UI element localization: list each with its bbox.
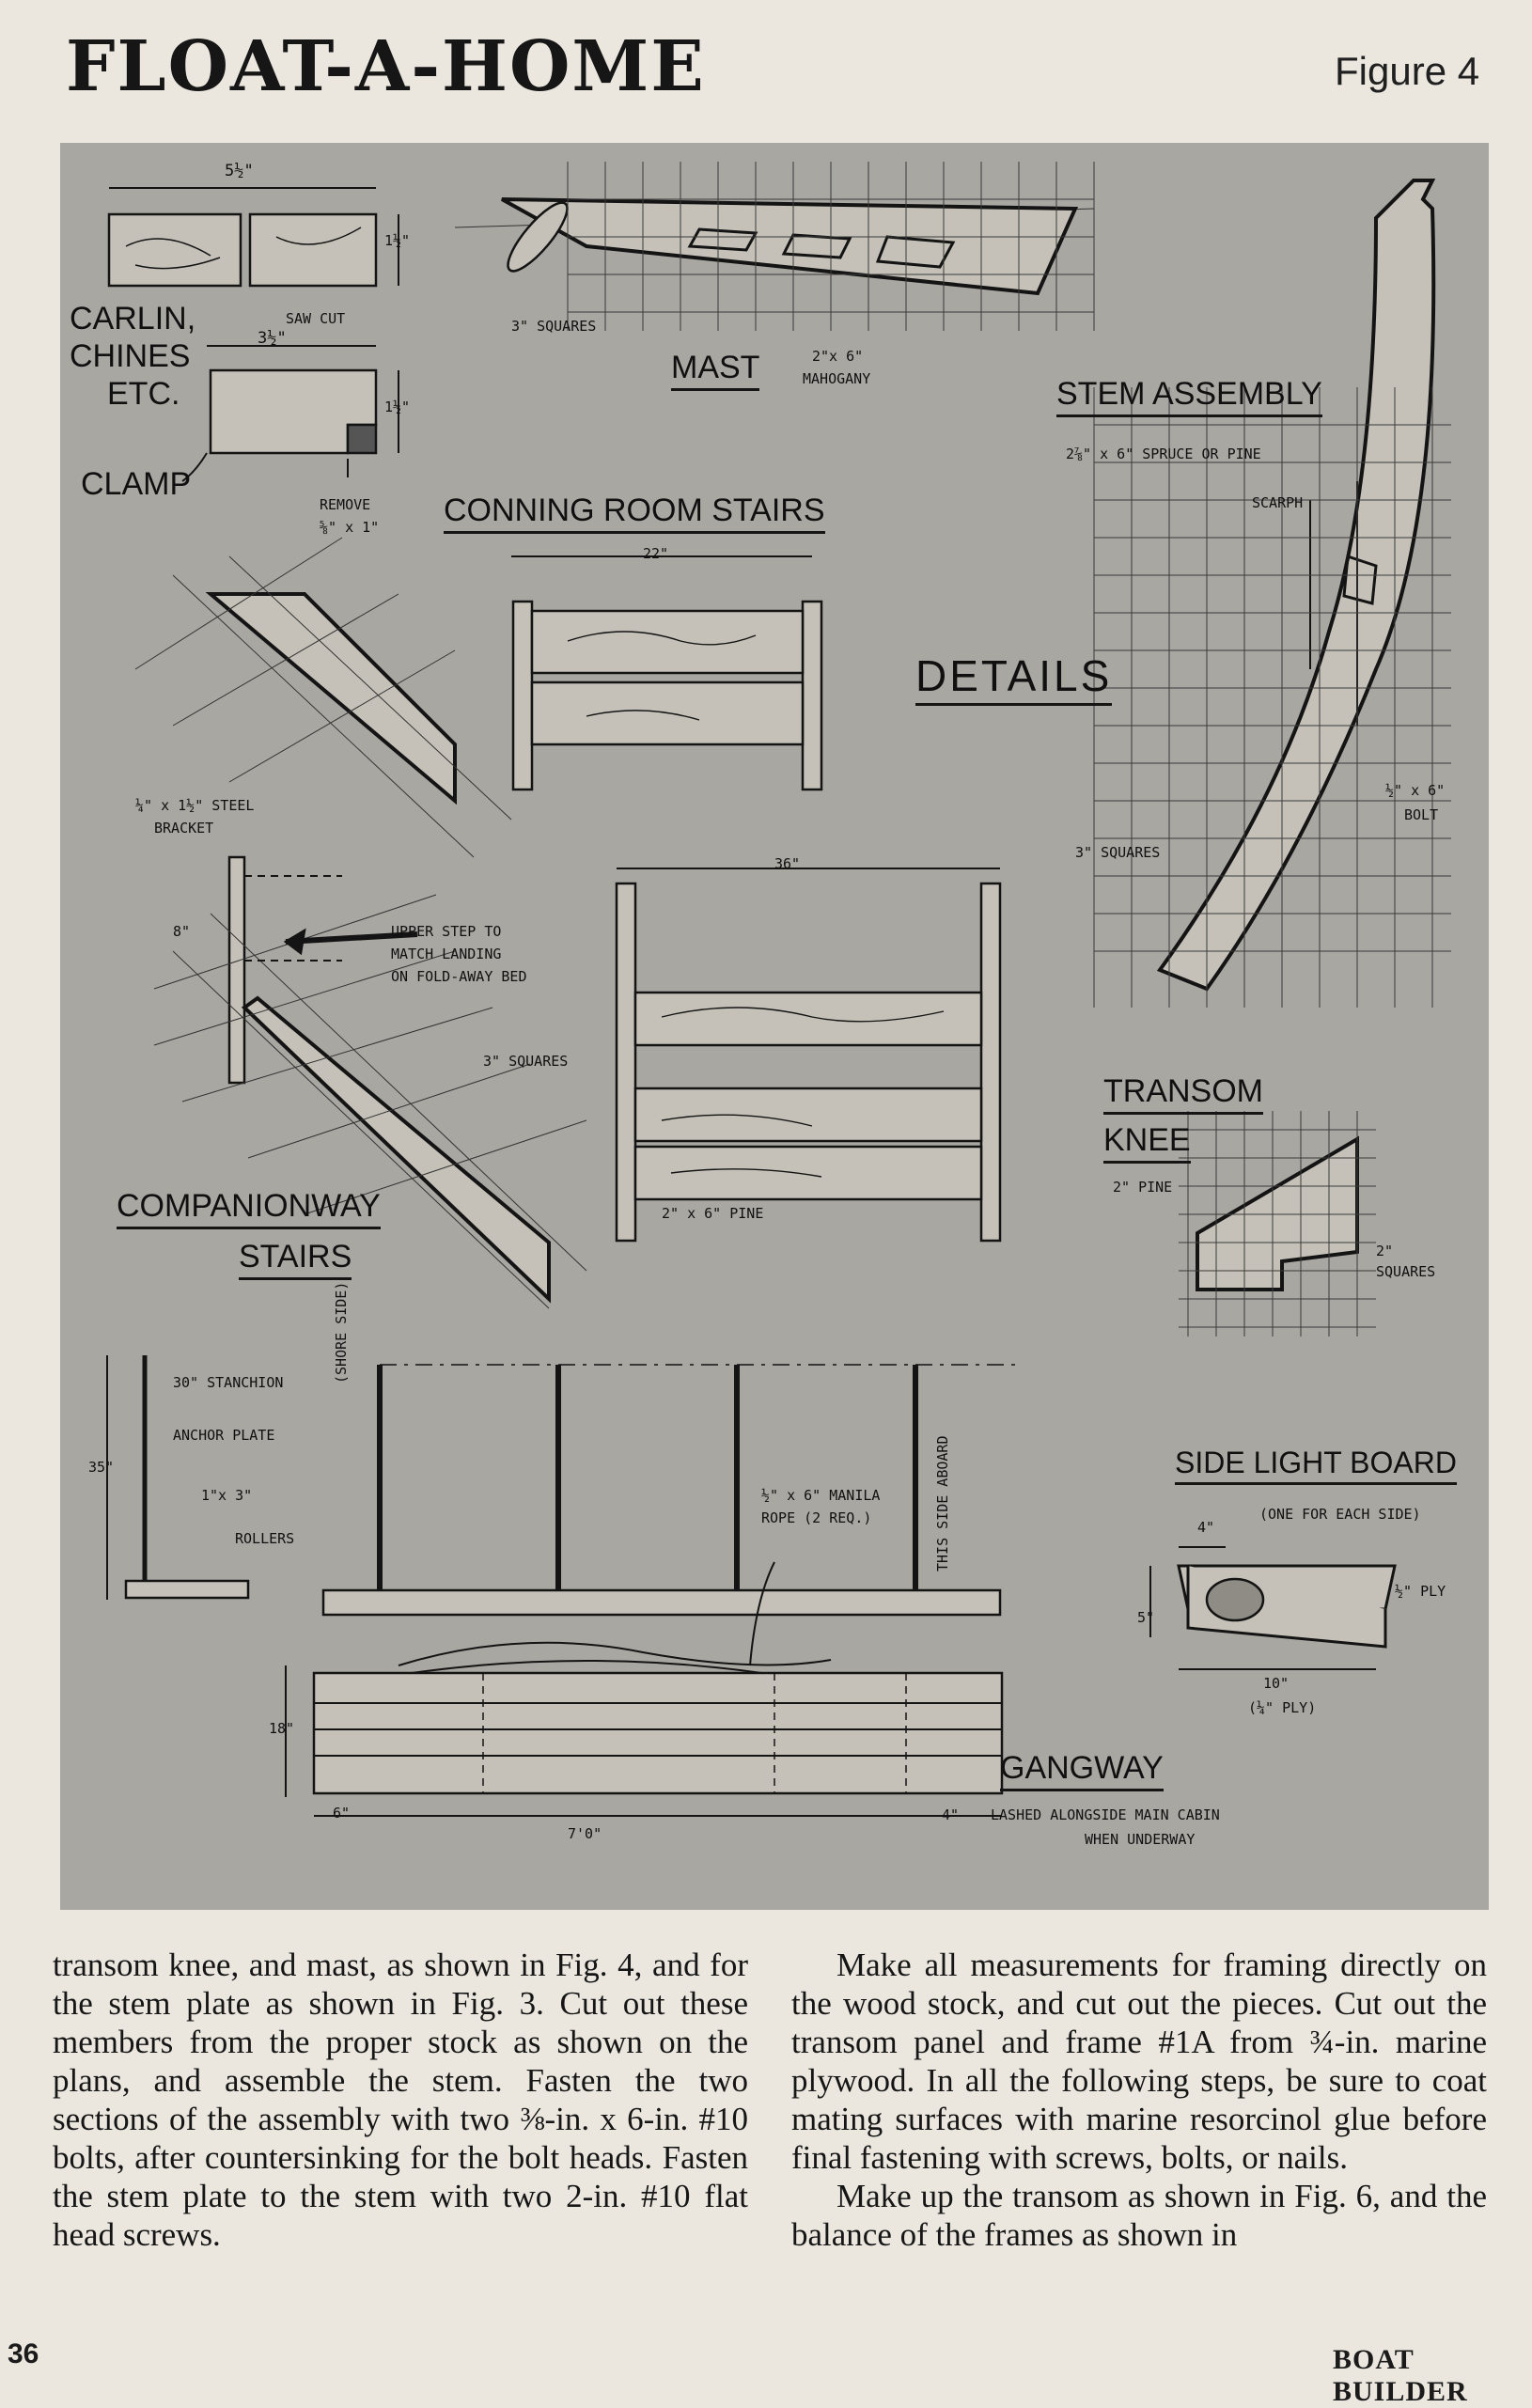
figure-label: Figure 4 [1335,49,1480,93]
body-paragraph-right-1: Make all measurements for framing direct… [791,1947,1487,2176]
this-side-aboard-label: THIS SIDE ABOARD [934,1435,951,1572]
ply-1-2-label: ½" PLY [1395,1583,1446,1600]
side-light-board-title: SIDE LIGHT BOARD [1175,1446,1457,1485]
conning-room-stairs-title: CONNING ROOM STAIRS [444,493,825,534]
lashed-label: LASHED ALONGSIDE MAIN CABIN [991,1806,1220,1823]
dim-6: 6" [333,1805,351,1822]
mast-drawing [454,162,1095,331]
dim-18: 18" [269,1720,295,1737]
stem-squares-label: 3" SQUARES [1075,844,1161,861]
stem-wood-label: 2⅞" x 6" SPRUCE OR PINE [1066,446,1261,462]
figure-plate: 5½" 1½" SAW CUT CARLIN, CHINES ETC. 3½" … [60,143,1489,1910]
knee-squares-label-2: SQUARES [1376,1263,1436,1280]
stem-assembly-title: STEM ASSEMBLY [1056,376,1322,417]
body-text-left-column: transom knee, and mast, as shown in Fig.… [53,1946,748,2254]
dim-5-1-2: 5½" [225,162,254,180]
dim-1x3: 1"x 3" [201,1487,253,1504]
mast-wood-label: 2"x 6" [812,348,864,365]
gangway-title: GANGWAY [1000,1750,1164,1791]
body-paragraph-right-2: Make up the transom as shown in Fig. 6, … [791,2178,1487,2253]
transom-title: TRANSOM [1103,1073,1263,1115]
rope-label: ROPE (2 REQ.) [761,1509,872,1526]
companion-stairs-front-drawing [615,868,1002,1243]
masthead-title: FLOAT-A-HOME [66,26,706,107]
conning-stringer-drawing [134,537,512,858]
publication-name: BOAT BUILDER [1333,2344,1468,2407]
stem-bolt-label: ½" x 6" [1385,782,1446,799]
upper-step-label: UPPER STEP TO [391,923,502,940]
dim-35: 35" [88,1459,115,1476]
comp-squares-label: 3" SQUARES [483,1053,569,1070]
remove-label: REMOVE [320,496,371,513]
dim-5: 5" [1137,1609,1155,1626]
saw-cut-label: SAW CUT [286,310,346,327]
dim-8: 8" [173,923,191,940]
stem-bolt-label-2: BOLT [1404,806,1439,823]
dim-1-1-2-b: 1½" [384,399,411,415]
etc-label: ETC. [107,376,180,412]
dim-4b: 4" [942,1806,960,1823]
steel-bracket-label-2: BRACKET [154,820,214,837]
rollers-label: ROLLERS [235,1530,295,1547]
dim-4: 4" [1197,1519,1215,1536]
carlin-label: CARLIN, [70,301,196,336]
manila-label: ½" x 6" MANILA [761,1487,881,1504]
remove-size-label: ⅝" x 1" [320,519,380,536]
page-number: 36 [8,2338,39,2369]
conning-stairs-front-drawing [511,555,823,791]
body-text-right-column: Make all measurements for framing direct… [791,1946,1487,2254]
ply-1-4-label: (¼" PLY) [1248,1699,1317,1716]
dim-22: 22" [643,545,669,562]
stem-assembly-drawing [1093,179,1451,1008]
drawing-canvas [106,162,1451,1817]
anchor-plate-label: ANCHOR PLATE [173,1427,275,1444]
stanchion-label: 30" STANCHION [173,1374,284,1391]
shore-side-label: (SHORE SIDE) [333,1281,350,1384]
transom-knee-drawing [1179,1111,1376,1337]
dim-7-0: 7'0" [568,1825,602,1842]
chines-label: CHINES [70,338,191,374]
one-each-side-label: (ONE FOR EACH SIDE) [1259,1506,1421,1523]
details-title: DETAILS [915,650,1113,706]
dim-1-1-2-a: 1½" [384,232,411,249]
fold-away-label: ON FOLD-AWAY BED [391,968,527,985]
stairs-title: STAIRS [239,1239,352,1280]
companionway-title: COMPANIONWAY [117,1188,381,1229]
match-landing-label: MATCH LANDING [391,946,502,962]
pine-2x6-label: 2" x 6" PINE [662,1205,764,1222]
mast-title: MAST [671,350,760,391]
mast-squares-label: 3" SQUARES [511,318,597,335]
side-light-board-drawing [1149,1546,1397,1670]
underway-label: WHEN UNDERWAY [1085,1831,1196,1848]
companionway-drawing [153,855,587,1309]
mahogany-label: MAHOGANY [803,370,871,387]
body-paragraph-left: transom knee, and mast, as shown in Fig.… [53,1947,748,2253]
dim-3-1-2: 3½" [258,329,287,348]
dim-10: 10" [1263,1675,1290,1692]
clamp-label: CLAMP [81,466,192,502]
steel-bracket-label: ¼" x 1½" STEEL [135,797,255,814]
dim-36: 36" [774,855,801,872]
carlin-section-drawing [107,187,399,482]
knee-pine-label: 2" PINE [1113,1179,1173,1196]
knee-squares-label-1: 2" [1376,1243,1394,1259]
knee-title: KNEE [1103,1122,1191,1164]
scarph-label: SCARPH [1252,494,1304,511]
gangway-drawing [106,1355,1019,1817]
